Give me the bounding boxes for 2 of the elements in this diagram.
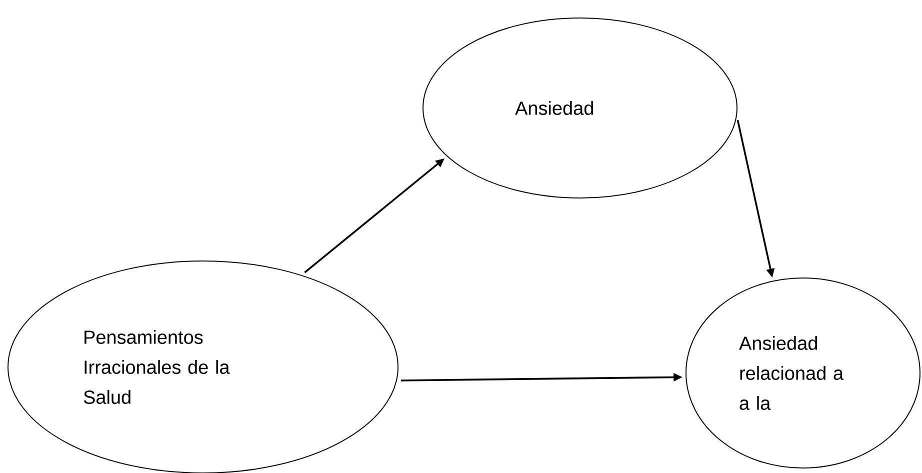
ellipse-node: Ansiedad relacionad a a la [686, 278, 920, 468]
ellipse-node: Ansiedad [422, 18, 738, 198]
